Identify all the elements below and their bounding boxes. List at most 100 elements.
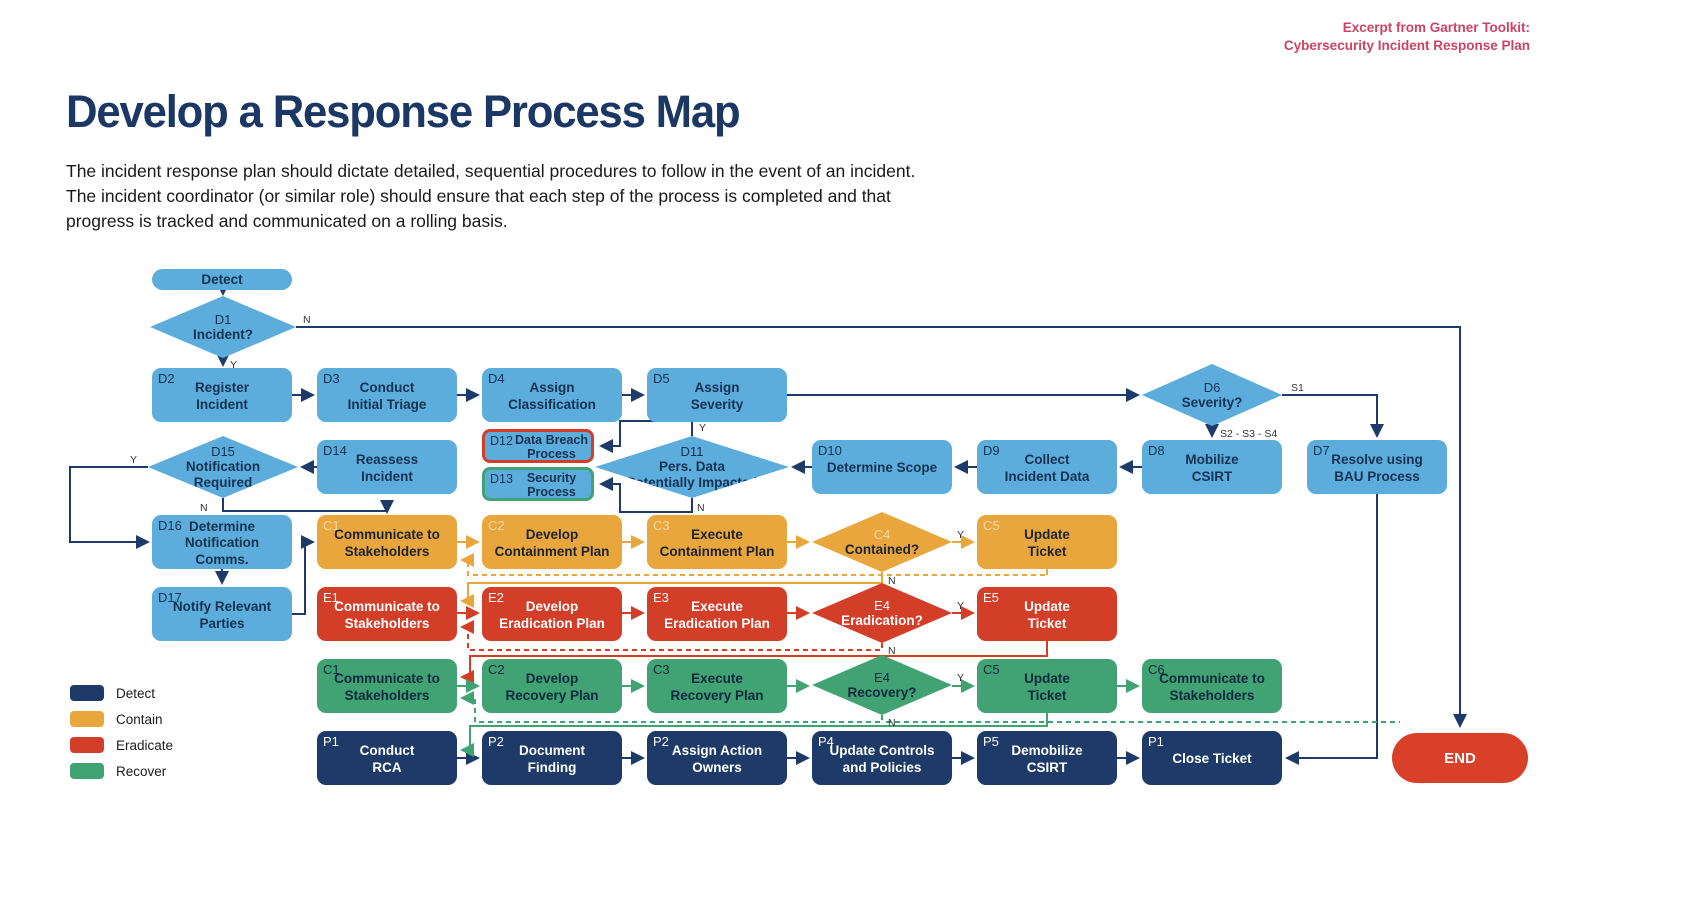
edge-label-contained-no: N xyxy=(888,575,896,587)
node-rc5-update-ticket: C5 Update Ticket xyxy=(977,659,1117,713)
node-label: Determine Scope xyxy=(826,460,938,476)
node-label: Assign Classification xyxy=(508,380,596,412)
node-code: D8 xyxy=(1148,443,1165,458)
node-label: Update Ticket xyxy=(1024,671,1070,703)
node-p2-assign-action-owners: P2 Assign Action Owners xyxy=(647,731,787,785)
node-code: D12 xyxy=(490,434,513,448)
node-code: C5 xyxy=(983,662,1000,677)
legend-label: Contain xyxy=(116,711,163,727)
legend-label: Recover xyxy=(116,763,167,779)
node-d2-register-incident: D2 Register Incident xyxy=(152,368,292,422)
node-code: D13 xyxy=(490,472,513,486)
edge-label-eradication-no: N xyxy=(888,645,896,657)
node-d16-determine-notification-comms: D16 Determine Notification Comms. xyxy=(152,515,292,569)
node-d5-assign-severity: D5 Assign Severity xyxy=(647,368,787,422)
node-d12-data-breach-process: D12 Data Breach Process xyxy=(482,429,594,463)
node-label: Recovery? xyxy=(847,684,917,700)
node-code: D9 xyxy=(983,443,1000,458)
legend: Detect Contain Eradicate Recover xyxy=(70,685,173,789)
node-code: D11 xyxy=(680,444,704,460)
node-label: Resolve using BAU Process xyxy=(1331,452,1423,484)
excerpt-line-1: Excerpt from Gartner Toolkit: xyxy=(1342,20,1530,35)
end-terminator: END xyxy=(1392,733,1528,783)
node-code: D5 xyxy=(653,371,670,386)
node-d14-reassess-incident: D14 Reassess Incident xyxy=(317,440,457,494)
node-label: Conduct Initial Triage xyxy=(347,380,427,412)
node-d9-collect-incident-data: D9 Collect Incident Data xyxy=(977,440,1117,494)
node-code: E4 xyxy=(874,669,890,685)
node-e5-update-ticket: E5 Update Ticket xyxy=(977,587,1117,641)
node-code: D17 xyxy=(158,590,182,605)
legend-item-eradicate: Eradicate xyxy=(70,737,173,753)
node-d6-severity-decision: D6 Severity? xyxy=(1142,364,1282,426)
node-code: D10 xyxy=(818,443,842,458)
node-code: P1 xyxy=(1148,734,1164,749)
page-title: Develop a Response Process Map xyxy=(66,86,741,137)
node-code: C1 xyxy=(323,662,340,677)
node-label: Communicate to Stakeholders xyxy=(334,527,440,559)
edge-label-contained-yes: Y xyxy=(957,529,965,541)
node-label: Notification Required xyxy=(185,459,261,490)
edge-label-d1-yes: Y xyxy=(230,359,238,371)
node-label: Pers. Data Potentially Impacted xyxy=(626,459,758,490)
node-label: Assign Severity xyxy=(690,380,744,412)
node-code: P4 xyxy=(818,734,834,749)
node-c4-contained-decision: C4 Contained? xyxy=(812,512,952,572)
node-code: E1 xyxy=(323,590,339,605)
node-code: D16 xyxy=(158,518,182,533)
node-label: Update Ticket xyxy=(1024,599,1070,631)
node-label: Eradication? xyxy=(841,612,923,628)
node-e1-communicate-stakeholders: E1 Communicate to Stakeholders xyxy=(317,587,457,641)
node-code: D7 xyxy=(1313,443,1330,458)
node-label: Execute Eradication Plan xyxy=(664,599,770,631)
node-label: Develop Recovery Plan xyxy=(505,671,599,703)
node-rc1-communicate-stakeholders: C1 Communicate to Stakeholders xyxy=(317,659,457,713)
node-label: Incident? xyxy=(193,326,253,342)
legend-swatch-eradicate xyxy=(70,737,104,753)
legend-swatch-detect xyxy=(70,685,104,701)
node-code: D15 xyxy=(211,444,235,460)
node-code: D14 xyxy=(323,443,347,458)
intro-line: The incident response plan should dictat… xyxy=(66,161,916,181)
node-label: Determine Notification Comms. xyxy=(184,519,260,567)
edge-label-d15-yes: Y xyxy=(130,454,138,466)
edge-label-d6-s1: S1 xyxy=(1291,382,1304,394)
legend-label: Detect xyxy=(116,685,156,701)
node-rc3-execute-recovery-plan: C3 Execute Recovery Plan xyxy=(647,659,787,713)
node-e2-develop-eradication-plan: E2 Develop Eradication Plan xyxy=(482,587,622,641)
intro-line: The incident coordinator (or similar rol… xyxy=(66,186,891,206)
node-recovery-decision: E4 Recovery? xyxy=(812,655,952,715)
node-label: Execute Containment Plan xyxy=(659,527,775,559)
node-code: C3 xyxy=(653,518,670,533)
node-d3-conduct-initial-triage: D3 Conduct Initial Triage xyxy=(317,368,457,422)
node-d15-notification-decision: D15 Notification Required xyxy=(148,436,298,498)
node-code: C2 xyxy=(488,662,505,677)
legend-swatch-contain xyxy=(70,711,104,727)
node-code: P2 xyxy=(488,734,504,749)
node-label: Communicate to Stakeholders xyxy=(1159,671,1265,703)
node-label: Update Ticket xyxy=(1024,527,1070,559)
node-d1-incident-decision: D1 Incident? xyxy=(150,296,296,358)
edge-label-d11-yes: Y xyxy=(699,422,707,434)
node-code: D1 xyxy=(214,311,232,327)
node-label: Severity? xyxy=(1181,394,1243,410)
excerpt-note: Excerpt from Gartner Toolkit: Cybersecur… xyxy=(1284,19,1530,54)
node-code: C3 xyxy=(653,662,670,677)
node-code: C4 xyxy=(873,526,891,542)
edge-label-d11-no: N xyxy=(697,502,705,514)
node-rc2-develop-recovery-plan: C2 Develop Recovery Plan xyxy=(482,659,622,713)
node-label: Data Breach Process xyxy=(515,432,588,461)
edge-label-eradication-yes: Y xyxy=(957,600,965,612)
edge-label-d15-no: N xyxy=(200,502,208,514)
node-d10-determine-scope: D10 Determine Scope xyxy=(812,440,952,494)
node-label: Communicate to Stakeholders xyxy=(334,671,440,703)
legend-item-detect: Detect xyxy=(70,685,173,701)
node-label: Update Controls and Policies xyxy=(829,743,935,775)
legend-item-contain: Contain xyxy=(70,711,173,727)
node-label: Collect Incident Data xyxy=(1004,452,1090,484)
node-label: Communicate to Stakeholders xyxy=(334,599,440,631)
node-p1-close-ticket: P1 Close Ticket xyxy=(1142,731,1282,785)
legend-swatch-recover xyxy=(70,763,104,779)
